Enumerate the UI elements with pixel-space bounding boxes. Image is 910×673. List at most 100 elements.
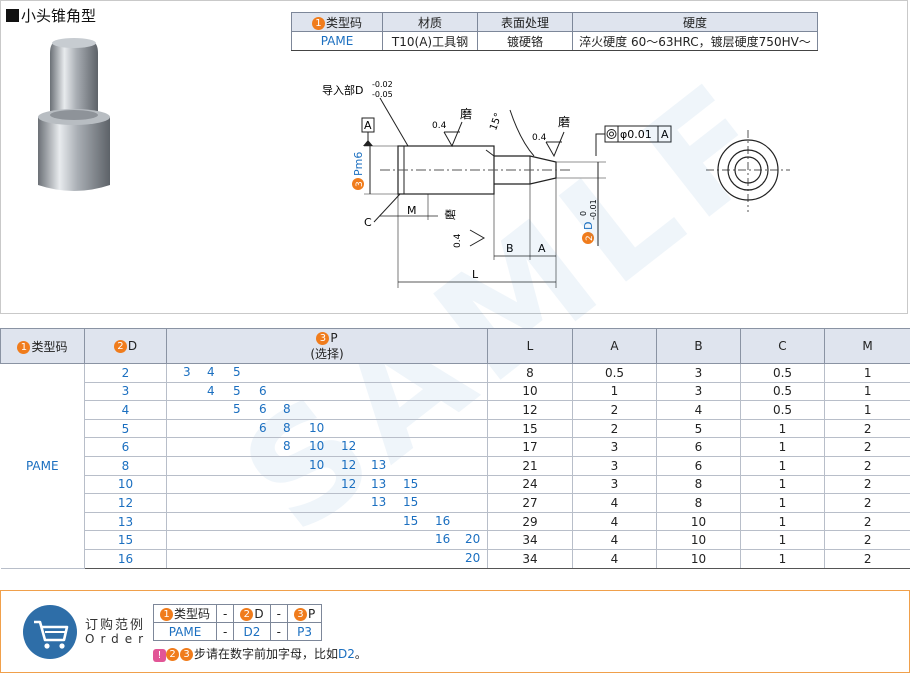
grind-label-3: 磨 [444, 209, 457, 220]
d-tol-lower: -0.01 [589, 199, 598, 220]
spec-hardness-value: 淬火硬度 60～63HRC，镀层硬度750HV～ [572, 31, 818, 51]
cell-p: 20 [166, 549, 488, 569]
cell-m: 2 [824, 530, 910, 550]
page-title: 小头锥角型 [6, 5, 96, 26]
cell-a: 1 [572, 382, 657, 402]
order-value-dash2: - [269, 622, 288, 641]
cell-a: 4 [572, 530, 657, 550]
datum-a: A [364, 119, 372, 132]
header-m: M [824, 328, 910, 364]
l-label: L [472, 268, 479, 281]
order-header-dash1: - [216, 604, 235, 623]
cell-c: 0.5 [740, 382, 825, 402]
cell-m: 2 [824, 475, 910, 495]
p-option: 5 [233, 383, 241, 398]
cell-l: 17 [487, 437, 573, 457]
p-option: 12 [341, 439, 357, 454]
p-option: 6 [259, 383, 267, 398]
p-option: 8 [283, 439, 291, 454]
p-option: 8 [283, 420, 291, 435]
cell-l: 27 [487, 493, 573, 513]
lead-in-label: 导入部D [322, 83, 363, 97]
p-option: 5 [233, 402, 241, 417]
p-option: 8 [283, 402, 291, 417]
cell-c: 1 [740, 530, 825, 550]
angle-label: 15° [488, 112, 504, 132]
cell-b: 8 [656, 475, 741, 495]
cell-m: 1 [824, 400, 910, 420]
cell-b: 8 [656, 493, 741, 513]
cell-l: 21 [487, 456, 573, 476]
p-option: 16 [435, 513, 451, 528]
marker-two-drawing: 2 [585, 235, 595, 241]
spec-material-value: T10(A)工具钢 [382, 31, 478, 51]
cell-c: 1 [740, 475, 825, 495]
cell-c: 1 [740, 437, 825, 457]
roughness-3: 0.4 [453, 233, 463, 248]
cell-l: 34 [487, 549, 573, 569]
d-tol-upper: 0 [579, 211, 588, 216]
spec-header-surface: 表面处理 [477, 12, 573, 32]
cell-m: 2 [824, 437, 910, 457]
cell-c: 1 [740, 493, 825, 513]
p-option: 6 [259, 402, 267, 417]
header-l: L [487, 328, 573, 364]
p-option: 10 [309, 439, 325, 454]
cell-d: 12 [84, 493, 167, 513]
lead-tol-upper: -0.02 [372, 80, 393, 89]
grind-label-2: 磨 [558, 115, 570, 129]
cell-d: 10 [84, 475, 167, 495]
cell-m: 2 [824, 456, 910, 476]
cell-l: 24 [487, 475, 573, 495]
cell-b: 10 [656, 530, 741, 550]
p-option: 13 [371, 495, 387, 510]
cell-b: 10 [656, 549, 741, 569]
grind-label-1: 磨 [460, 107, 472, 121]
cell-l: 12 [487, 400, 573, 420]
cell-p: 8 10 12 [166, 437, 488, 457]
type-code-cell: PAME [0, 363, 85, 569]
marker-one: 1 [311, 16, 325, 30]
p-option: 13 [371, 457, 387, 472]
order-header-dash2: - [269, 604, 288, 623]
cell-d: 4 [84, 400, 167, 420]
d-label: D [582, 222, 595, 230]
cell-c: 1 [740, 512, 825, 532]
cell-d: 5 [84, 419, 167, 439]
p-option: 5 [233, 365, 241, 379]
cell-d: 8 [84, 456, 167, 476]
p-option: 6 [259, 420, 267, 435]
cell-d: 16 [84, 549, 167, 569]
cell-a: 4 [572, 549, 657, 569]
p-option: 3 [183, 365, 191, 379]
cell-b: 3 [656, 363, 741, 383]
cell-m: 1 [824, 382, 910, 402]
roughness-1: 0.4 [432, 121, 447, 131]
lead-tol-lower: -0.05 [372, 90, 393, 99]
cell-b: 4 [656, 400, 741, 420]
order-value-type: PAME [152, 622, 218, 641]
cell-d: 13 [84, 512, 167, 532]
technical-drawing: 导入部D -0.02 -0.05 A 3 Pm6 0.4 磨 15° 0.4 磨… [322, 80, 790, 288]
p-option: 4 [207, 383, 215, 398]
square-icon [6, 9, 19, 22]
header-a: A [572, 328, 657, 364]
cell-l: 8 [487, 363, 573, 383]
spec-surface-value: 镀硬铬 [477, 31, 573, 51]
cell-a: 3 [572, 456, 657, 476]
p-option: 12 [341, 476, 357, 491]
